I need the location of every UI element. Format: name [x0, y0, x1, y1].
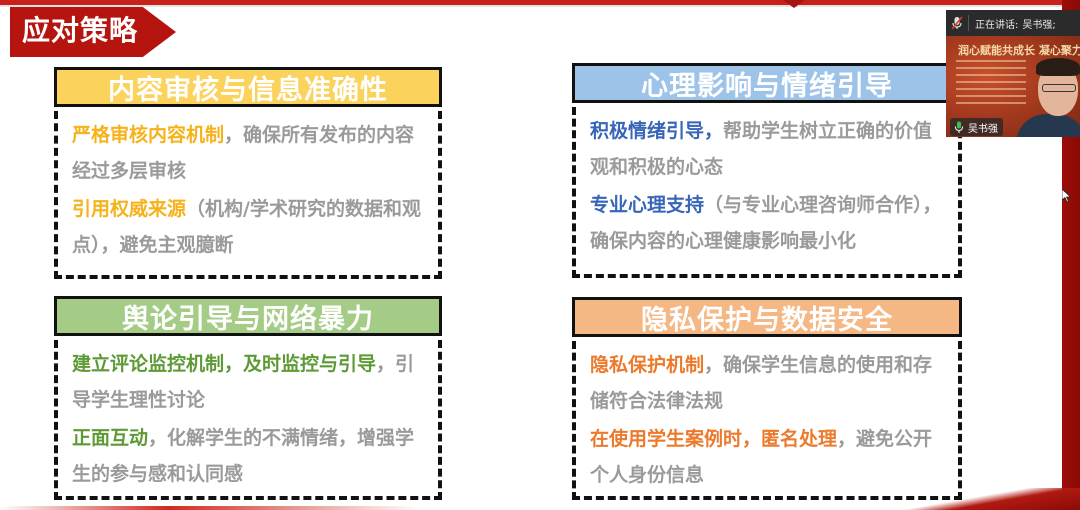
- item-text: ，确保所有发布的内容经过多层审核: [72, 124, 415, 182]
- person-hair: [1036, 58, 1080, 76]
- item-emphasis: 严格审核内容机制: [72, 124, 225, 146]
- bottom-swoosh-left: [0, 506, 420, 510]
- card-header: 内容审核与信息准确性: [54, 67, 442, 107]
- mic-icon: [953, 120, 965, 134]
- item-text: 帮助学生树立正确的价值观和积极的心态: [590, 120, 933, 178]
- person-body: [1016, 114, 1080, 137]
- card-item: 正面互动，化解学生的不满情绪，增强学生的参与感和认同感: [72, 420, 428, 492]
- item-emphasis: 引用权威来源: [72, 198, 187, 220]
- item-emphasis: 正面互动: [72, 427, 149, 449]
- item-text: （机构/学术研究的数据和观点），避免主观臆断: [72, 198, 421, 256]
- card-public-opinion: 舆论引导与网络暴力 建立评论监控机制，及时监控与引导，引导学生理性讨论 正面互动…: [54, 296, 442, 500]
- card-item: 在使用学生案例时，匿名处理，避免公开个人身份信息: [590, 421, 948, 493]
- item-emphasis: 专业心理支持: [590, 194, 705, 216]
- slide-title: 应对策略: [22, 14, 139, 47]
- item-emphasis: 建立评论监控机制，及时监控与引导: [72, 353, 377, 375]
- top-rule-shadow: [0, 5, 1062, 7]
- card-body: 隐私保护机制，确保学生信息的使用和存储符合法律法规 在使用学生案例时，匿名处理，…: [572, 341, 962, 500]
- mic-muted-icon[interactable]: [946, 10, 968, 36]
- item-emphasis: 积极情绪引导，: [590, 120, 724, 142]
- card-item: 严格审核内容机制，确保所有发布的内容经过多层审核: [72, 117, 428, 189]
- speaker-name: 吴书强;: [1022, 19, 1056, 31]
- card-header: 隐私保护与数据安全: [572, 297, 962, 337]
- item-text: ，确保学生信息的使用和存储符合法律法规: [590, 354, 933, 412]
- card-psychological-impact: 心理影响与情绪引导 积极情绪引导，帮助学生树立正确的价值观和积极的心态 专业心理…: [572, 63, 962, 278]
- card-item: 建立评论监控机制，及时监控与引导，引导学生理性讨论: [72, 346, 428, 418]
- top-red-rule: [0, 0, 1062, 5]
- card-body: 建立评论监控机制，及时监控与引导，引导学生理性讨论 正面互动，化解学生的不满情绪…: [54, 340, 442, 500]
- item-emphasis: 隐私保护机制: [590, 354, 705, 376]
- card-header: 舆论引导与网络暴力: [54, 296, 442, 336]
- person-glasses: [1042, 84, 1076, 92]
- card-body: 严格审核内容机制，确保所有发布的内容经过多层审核 引用权威来源（机构/学术研究的…: [54, 111, 442, 279]
- item-text: （与专业心理咨询师合作），确保内容的心理健康影响最小化: [590, 194, 942, 252]
- item-text: ，避免公开个人身份信息: [590, 428, 933, 486]
- card-body: 积极情绪引导，帮助学生树立正确的价值观和积极的心态 专业心理支持（与专业心理咨询…: [572, 107, 962, 278]
- speaker-video-overlay[interactable]: 正在讲话: 吴书强; 润心赋能共成长 凝心聚力 吴书强: [946, 10, 1080, 137]
- card-item: 引用权威来源（机构/学术研究的数据和观点），避免主观臆断: [72, 191, 428, 263]
- item-text: ，引导学生理性讨论: [72, 353, 415, 411]
- item-emphasis: 在使用学生案例时，匿名处理: [590, 428, 838, 450]
- mouse-cursor-icon: [1062, 189, 1072, 203]
- top-notch-decoration: [783, 0, 805, 8]
- card-item: 专业心理支持（与专业心理咨询师合作），确保内容的心理健康影响最小化: [590, 187, 948, 259]
- card-item: 隐私保护机制，确保学生信息的使用和存储符合法律法规: [590, 347, 948, 419]
- participant-name-tag: 吴书强: [950, 118, 1003, 136]
- video-background-text: [956, 60, 1026, 109]
- item-text: ，化解学生的不满情绪，增强学生的参与感和认同感: [72, 427, 415, 485]
- video-background-headline: 润心赋能共成长 凝心聚力: [958, 44, 1080, 57]
- card-privacy-protection: 隐私保护与数据安全 隐私保护机制，确保学生信息的使用和存储符合法律法规 在使用学…: [572, 297, 962, 500]
- bottom-swoosh-right: [880, 488, 1080, 510]
- separator: [968, 15, 969, 31]
- card-content-review: 内容审核与信息准确性 严格审核内容机制，确保所有发布的内容经过多层审核 引用权威…: [54, 67, 442, 279]
- card-header: 心理影响与情绪引导: [572, 63, 962, 103]
- participant-name: 吴书强: [968, 123, 998, 135]
- slide-title-banner: [10, 7, 176, 57]
- speaking-label: 正在讲话:: [975, 19, 1019, 31]
- card-item: 积极情绪引导，帮助学生树立正确的价值观和积极的心态: [590, 113, 948, 185]
- speaking-indicator-bar: 正在讲话: 吴书强;: [946, 10, 1080, 36]
